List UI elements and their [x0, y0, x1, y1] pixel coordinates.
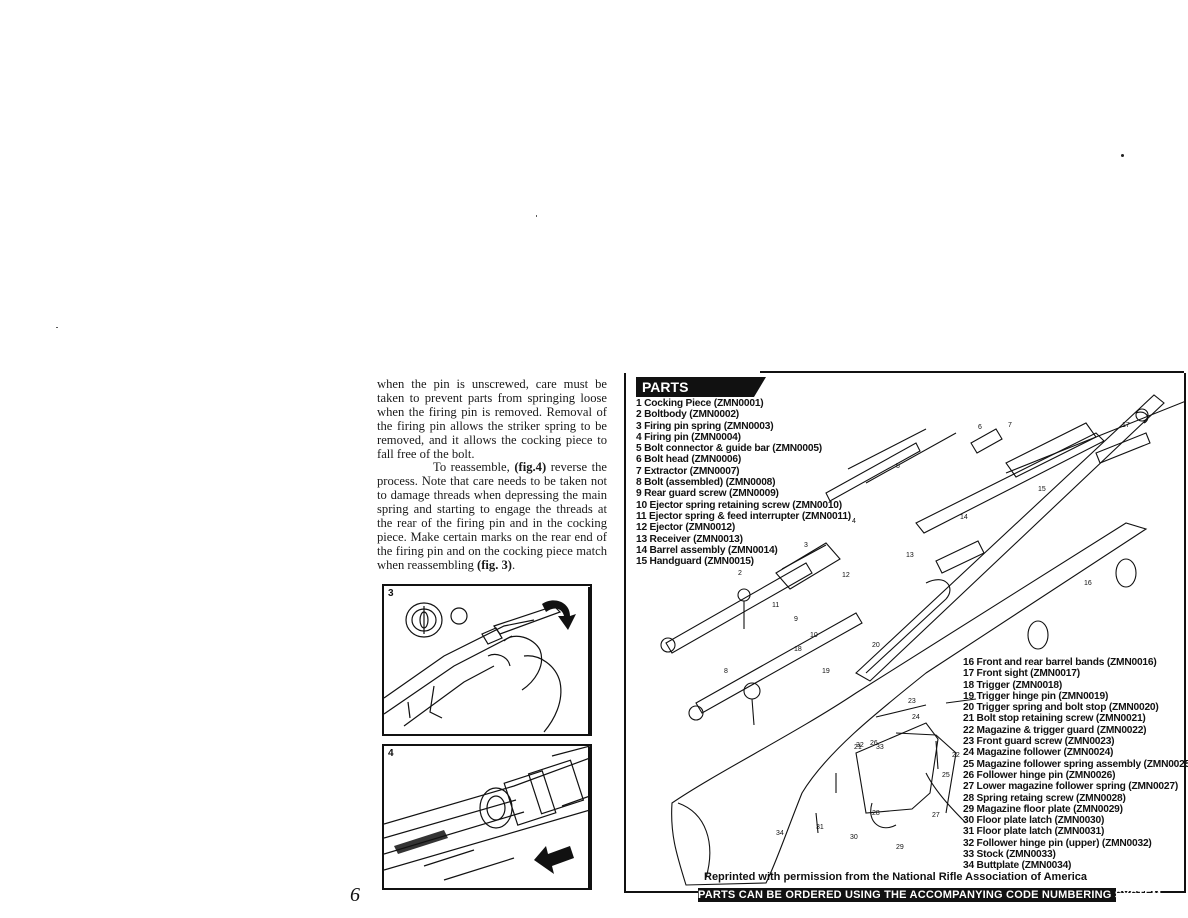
parts-list-bottom: 16 Front and rear barrel bands (ZMN0016)… [963, 657, 1188, 872]
text-span: reverse the process. Note that care need… [377, 460, 607, 572]
callout-label: 10 [810, 632, 818, 639]
callout-label: 7 [1008, 422, 1012, 429]
parts-list-item: 18 Trigger (ZMN0018) [963, 679, 1063, 691]
parts-list-item: 13 Receiver (ZMN0013) [636, 533, 743, 545]
parts-list-item: 27 Lower magazine follower spring (ZMN00… [963, 781, 1179, 793]
parts-list-item: 5 Bolt connector & guide bar (ZMN0005) [636, 443, 822, 455]
panel-top-rule [760, 371, 1184, 373]
figure-reference: (fig. 3) [477, 557, 513, 572]
parts-list-item: 24 Magazine follower (ZMN0024) [963, 747, 1114, 759]
figure-3-illustration [384, 600, 576, 733]
callout-label: 2 [738, 570, 742, 577]
parts-list-item: 3 Firing pin spring (ZMN0003) [636, 420, 774, 432]
callout-label: 5 [896, 463, 900, 470]
parts-list-item: 33 Stock (ZMN0033) [963, 849, 1056, 861]
paragraph-reassembly: To reassemble, (fig.4) reverse the proce… [377, 460, 607, 572]
figure-shadow [588, 587, 592, 736]
callout-label: 25 [942, 772, 950, 779]
callout-label: 3 [804, 542, 808, 549]
parts-list-item: 31 Floor plate latch (ZMN0031) [963, 826, 1105, 838]
parts-list-item: 12 Ejector (ZMN0012) [636, 522, 736, 534]
callout-label: 11 [772, 602, 779, 609]
parts-list-item: 7 Extractor (ZMN0007) [636, 465, 740, 477]
callout-label: 8 [724, 668, 728, 675]
callout-label: 24 [912, 714, 920, 721]
parts-list-item: 25 Magazine follower spring assembly (ZM… [963, 758, 1188, 770]
parts-diagram-panel: 2 3 4 5 6 7 8 9 10 11 12 13 14 15 16 17 … [624, 373, 1188, 893]
callout-label: 26 [870, 740, 878, 747]
parts-list-item: 4 Firing pin (ZMN0004) [636, 431, 741, 443]
callout-label: 12 [842, 572, 850, 579]
callout-label: 6 [978, 424, 982, 431]
text-span: To reassemble, [433, 460, 515, 475]
callout-label: 28 [872, 810, 880, 817]
figure-shadow [588, 747, 592, 890]
body-text: when the pin is unscrewed, care must be … [377, 377, 607, 573]
figure-4: 4 [382, 744, 592, 890]
scan-speck [1121, 154, 1124, 157]
parts-list-item: 29 Magazine floor plate (ZMN0029) [963, 803, 1123, 815]
callout-label: 13 [906, 552, 914, 559]
callout-label: 23 [908, 698, 916, 705]
scan-speck [536, 215, 537, 217]
callout-label: 20 [872, 642, 880, 649]
figure-reference: (fig.4) [514, 460, 547, 475]
parts-list-item: 30 Floor plate latch (ZMN0030) [963, 815, 1105, 827]
parts-list-item: 11 Ejector spring & feed interrupter (ZM… [636, 510, 851, 522]
scan-speck [56, 327, 58, 328]
callout-label: 31 [816, 824, 824, 831]
callout-label: 32 [856, 742, 864, 749]
parts-list-item: 8 Bolt (assembled) (ZMN0008) [636, 477, 776, 489]
parts-list-item: 15 Handguard (ZMN0015) [636, 556, 754, 568]
parts-list-item: 2 Boltbody (ZMN0002) [636, 409, 739, 421]
callout-label: 16 [1084, 580, 1092, 587]
figure-number: 4 [388, 748, 394, 759]
text-span: . [512, 557, 516, 572]
callout-label: 18 [794, 646, 802, 653]
callout-label: 15 [1038, 486, 1046, 493]
callout-label: 14 [960, 514, 968, 521]
parts-list-item: 23 Front guard screw (ZMN0023) [963, 736, 1115, 748]
parts-list-item: 32 Follower hinge pin (upper) (ZMN0032) [963, 837, 1152, 849]
callout-label: 29 [896, 844, 904, 851]
parts-list-item: 9 Rear guard screw (ZMN0009) [636, 488, 779, 500]
parts-list-item: 14 Barrel assembly (ZMN0014) [636, 544, 778, 556]
callout-label: 17 [1122, 422, 1130, 429]
parts-list-item: 34 Buttplate (ZMN0034) [963, 860, 1072, 872]
callout-label: 30 [850, 834, 858, 841]
exploded-rifle-diagram: 2 3 4 5 6 7 8 9 10 11 12 13 14 15 16 17 … [660, 394, 1184, 886]
callout-label: 22 [952, 752, 960, 759]
parts-list-item: 17 Front sight (ZMN0017) [963, 668, 1080, 680]
callout-label: 34 [776, 830, 784, 837]
parts-list-item: 1 Cocking Piece (ZMN0001) [636, 398, 764, 409]
parts-list-item: 20 Trigger spring and bolt stop (ZMN0020… [963, 702, 1159, 714]
parts-list-item: 16 Front and rear barrel bands (ZMN0016) [963, 657, 1157, 668]
credit-line: Reprinted with permission from the Natio… [704, 871, 1088, 883]
page-number: 6 [350, 884, 360, 906]
callout-label: 27 [932, 812, 940, 819]
callout-label: 19 [822, 668, 830, 675]
figure-4-illustration [384, 746, 590, 881]
figure-number: 3 [388, 588, 394, 599]
order-banner: PARTS CAN BE ORDERED USING THE ACCOMPANY… [698, 888, 1162, 902]
parts-list-item: 21 Bolt stop retaining screw (ZMN0021) [963, 713, 1146, 725]
parts-list-item: 6 Bolt head (ZMN0006) [636, 454, 742, 466]
parts-list-item: 22 Magazine & trigger guard (ZMN0022) [963, 724, 1147, 736]
parts-list-item: 19 Trigger hinge pin (ZMN0019) [963, 690, 1109, 702]
figure-3: 3 [382, 584, 592, 736]
diagram-callouts: 2 3 4 5 6 7 8 9 10 11 12 13 14 15 16 17 … [724, 422, 1130, 851]
paragraph-disassembly: when the pin is unscrewed, care must be … [377, 377, 607, 461]
parts-list-item: 26 Follower hinge pin (ZMN0026) [963, 769, 1116, 781]
callout-label: 33 [876, 744, 884, 751]
callout-label: 9 [794, 616, 798, 623]
parts-list-item: 10 Ejector spring retaining screw (ZMN00… [636, 499, 842, 511]
parts-header: PARTS [636, 377, 766, 397]
parts-list-top: 1 Cocking Piece (ZMN0001) 2 Boltbody (ZM… [636, 398, 851, 567]
callout-label: 21 [854, 744, 862, 751]
callout-label: 4 [852, 518, 856, 525]
parts-list-item: 28 Spring retaing screw (ZMN0028) [963, 792, 1126, 804]
